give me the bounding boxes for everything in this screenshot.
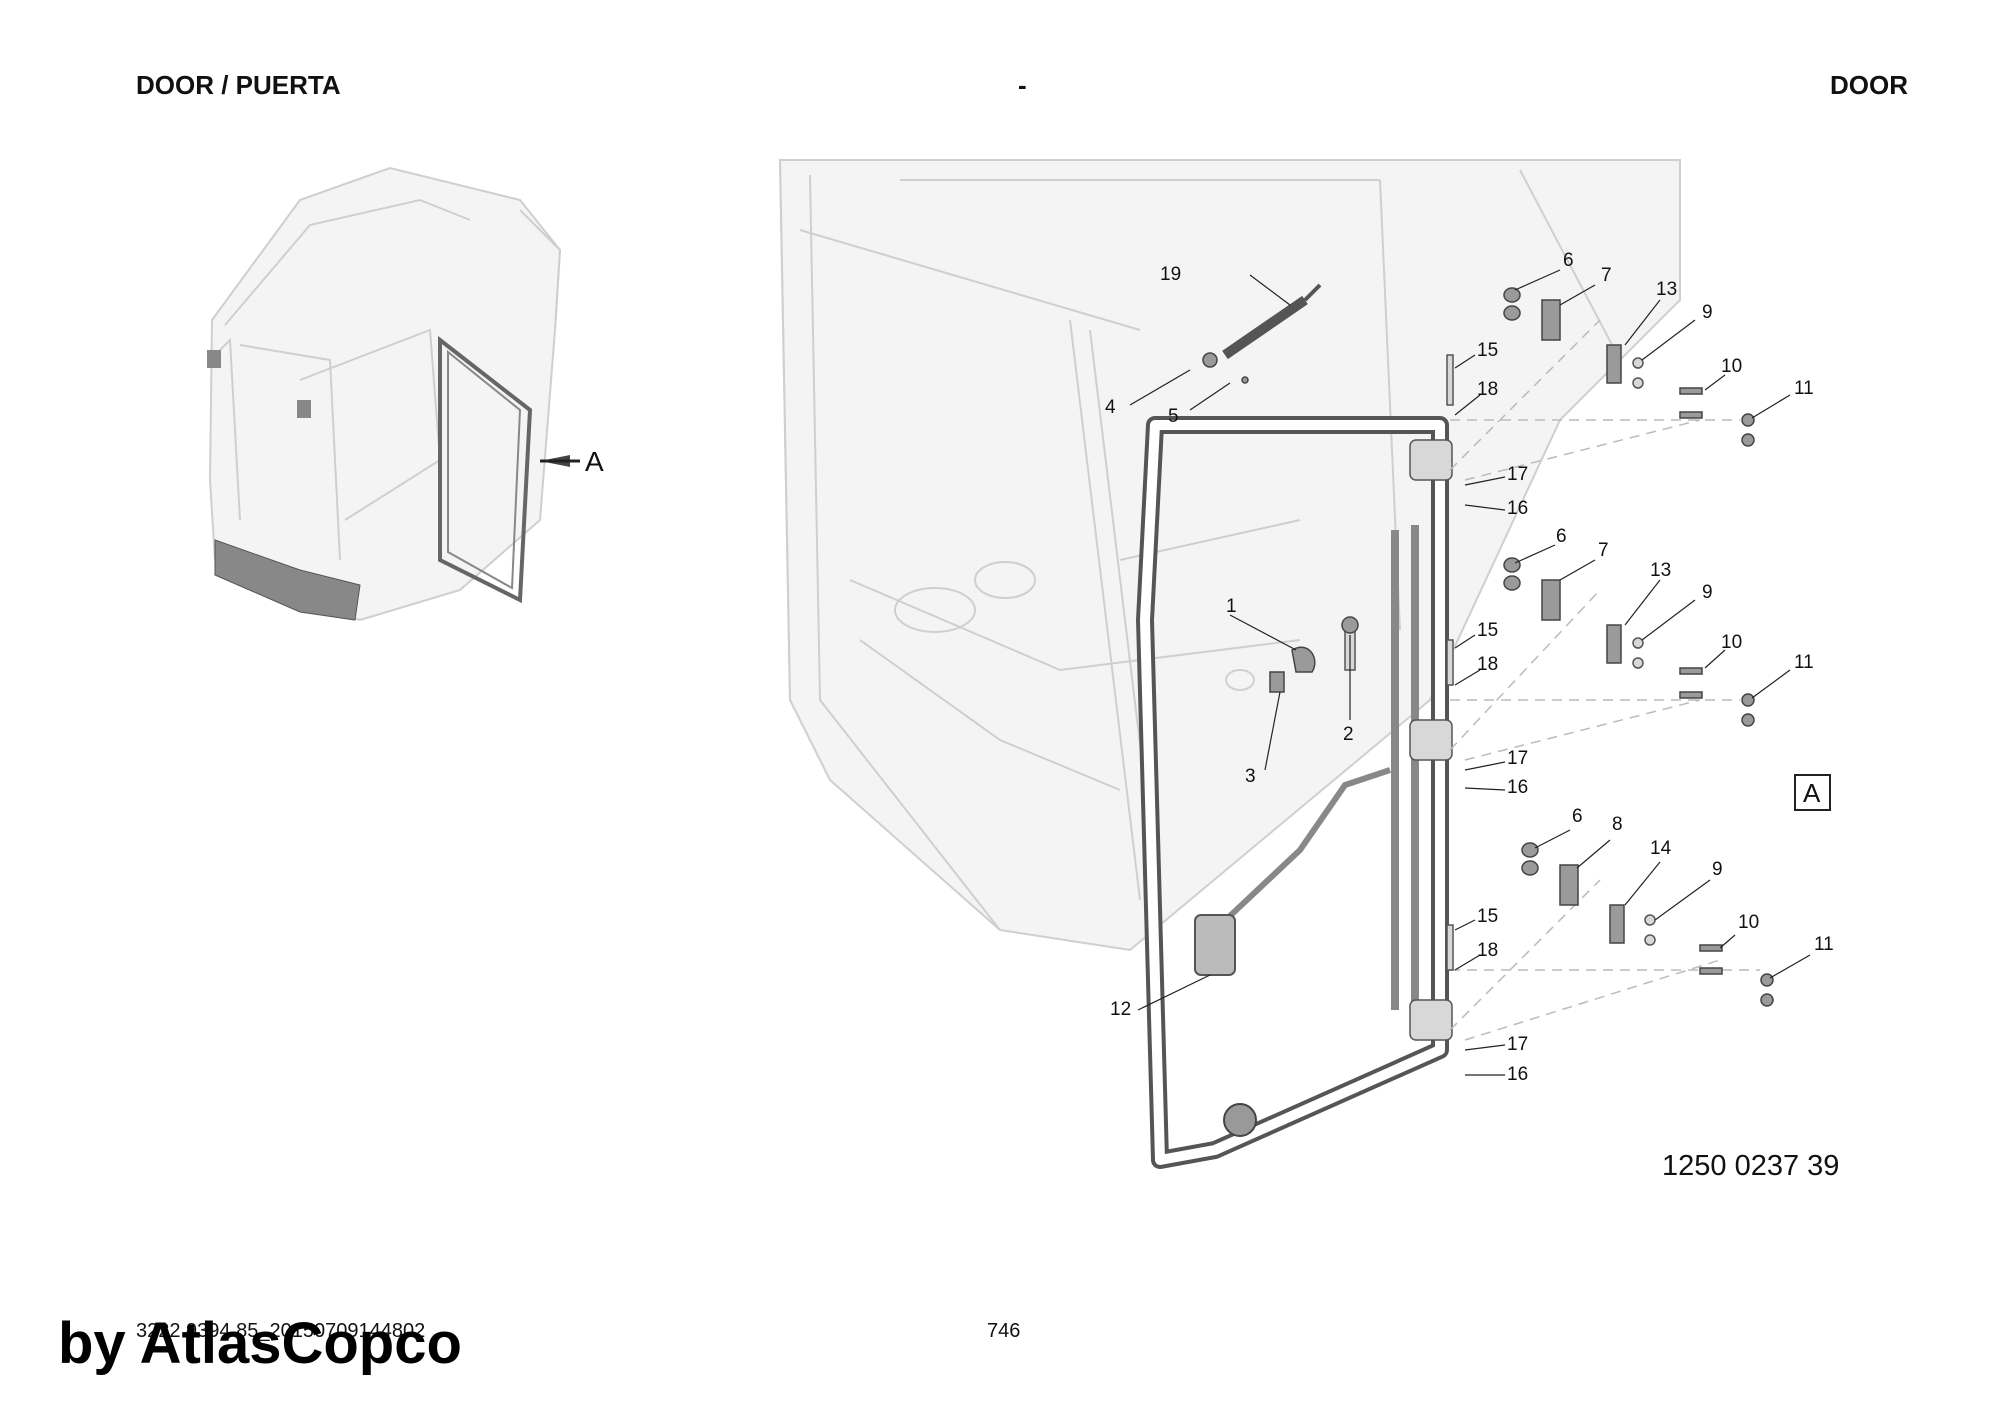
header-right-title: DOOR [1830, 70, 1908, 100]
callout-11-mid: 11 [1794, 652, 1814, 673]
callout-5: 5 [1168, 406, 1179, 427]
callout-1: 1 [1226, 596, 1237, 617]
cab-frame-background [778, 159, 1681, 952]
callout-10-top: 10 [1721, 356, 1742, 377]
callout-10-bot: 10 [1738, 912, 1759, 933]
callout-11-bot: 11 [1814, 934, 1834, 955]
hinge-assembly-top [1446, 287, 1755, 481]
gas-strut-part [1202, 283, 1322, 384]
callout-6-mid: 6 [1556, 526, 1567, 547]
callout-15-bot: 15 [1477, 906, 1498, 927]
callout-9-top: 9 [1702, 302, 1713, 323]
callout-16-mid: 16 [1507, 777, 1528, 798]
callout-10-mid: 10 [1721, 632, 1742, 653]
callout-16-bot: 16 [1507, 1064, 1528, 1085]
callout-11-top: 11 [1794, 378, 1814, 399]
callout-7-mid: 7 [1598, 540, 1609, 561]
callout-19: 19 [1160, 264, 1181, 285]
callout-leaders [1129, 269, 1811, 1076]
callout-12: 12 [1110, 999, 1131, 1020]
callout-9-bot: 9 [1712, 859, 1723, 880]
hinge-assembly-bottom [1446, 842, 1774, 1041]
header-center-title: - [1018, 70, 1027, 100]
watermark-text: by AtlasCopco [58, 1311, 462, 1376]
callout-17-bot: 17 [1507, 1034, 1528, 1055]
page-number: 746 [987, 1320, 1021, 1342]
callout-17-top: 17 [1507, 464, 1528, 485]
callout-6-bot: 6 [1572, 806, 1583, 827]
hinge-assembly-middle [1446, 557, 1755, 761]
callout-8: 8 [1612, 814, 1623, 835]
view-label-box-text: A [1803, 778, 1821, 808]
callout-18-top: 18 [1477, 379, 1498, 400]
callout-3: 3 [1245, 766, 1256, 787]
callout-15-top: 15 [1477, 340, 1498, 361]
drawing-number: 1250 0237 39 [1662, 1150, 1840, 1182]
callout-numbers: 1 2 3 4 5 6 7 13 9 10 11 15 18 17 16 19 … [1105, 250, 1834, 1085]
document-code: 3222 9394 85_20150709144802 [136, 1320, 426, 1342]
callout-16-top: 16 [1507, 498, 1528, 519]
callout-4: 4 [1105, 397, 1116, 418]
header-left-title: DOOR / PUERTA [136, 70, 341, 100]
callout-17-mid: 17 [1507, 748, 1528, 769]
overview-view-label: A [585, 446, 604, 477]
view-label-box [1794, 774, 1831, 811]
callout-13-mid: 13 [1650, 560, 1671, 581]
door-frame-part [1136, 416, 1453, 1169]
callout-9-mid: 9 [1702, 582, 1713, 603]
callout-7-top: 7 [1601, 265, 1612, 286]
callout-6-top: 6 [1563, 250, 1574, 271]
callout-14: 14 [1650, 838, 1672, 859]
callout-13-top: 13 [1656, 279, 1677, 300]
callout-18-mid: 18 [1477, 654, 1498, 675]
cab-overview-illustration [207, 166, 580, 622]
callout-2: 2 [1343, 724, 1354, 745]
callout-15-mid: 15 [1477, 620, 1498, 641]
callout-18-bot: 18 [1477, 940, 1498, 961]
